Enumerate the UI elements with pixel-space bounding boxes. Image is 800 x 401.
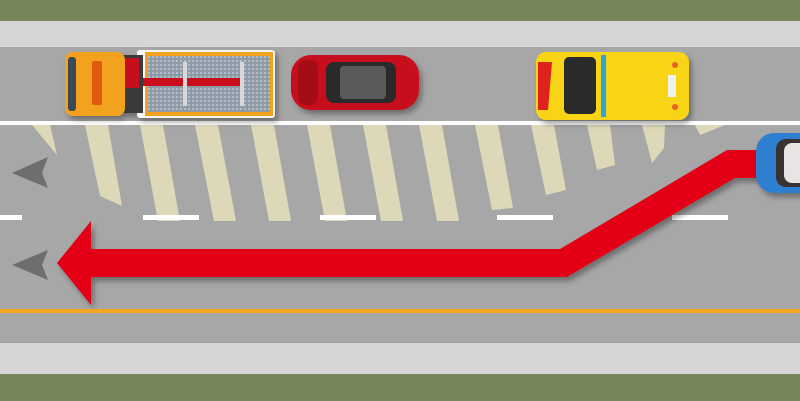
blue-car bbox=[756, 133, 800, 193]
hatch-stripe bbox=[140, 125, 180, 221]
hatch-stripe bbox=[85, 125, 122, 206]
hatched-area bbox=[32, 125, 725, 221]
hatch-stripe bbox=[32, 125, 57, 155]
lane-dash bbox=[320, 215, 376, 220]
tow-truck bbox=[65, 50, 275, 118]
lane-dash bbox=[497, 215, 553, 220]
shoulder-bottom bbox=[0, 343, 800, 374]
hatch-stripe bbox=[419, 125, 459, 221]
shoulder-top bbox=[0, 21, 800, 47]
lane-dash bbox=[143, 215, 199, 220]
hatch-stripe bbox=[695, 125, 725, 135]
direction-arrow-icon bbox=[12, 157, 48, 188]
hatch-stripe bbox=[363, 125, 403, 221]
hatch-stripe bbox=[531, 125, 566, 195]
edge-line bbox=[0, 309, 800, 313]
hatch-stripe bbox=[307, 125, 347, 221]
lane-dash bbox=[0, 215, 22, 220]
hatch-stripe bbox=[475, 125, 513, 210]
red-car bbox=[291, 55, 419, 110]
direction-arrow-icon bbox=[12, 250, 48, 280]
ambulance bbox=[536, 52, 689, 120]
route-arrow-icon bbox=[57, 150, 760, 305]
hatch-stripe bbox=[587, 125, 615, 170]
lane-dash bbox=[672, 215, 728, 220]
hatch-stripe bbox=[195, 125, 236, 221]
grass-top bbox=[0, 0, 800, 21]
grass-bottom bbox=[0, 374, 800, 401]
hatch-stripe bbox=[642, 125, 665, 163]
dashed-lane-line bbox=[0, 215, 728, 220]
hatch-stripe bbox=[251, 125, 291, 221]
solid-lane-line bbox=[0, 121, 800, 125]
